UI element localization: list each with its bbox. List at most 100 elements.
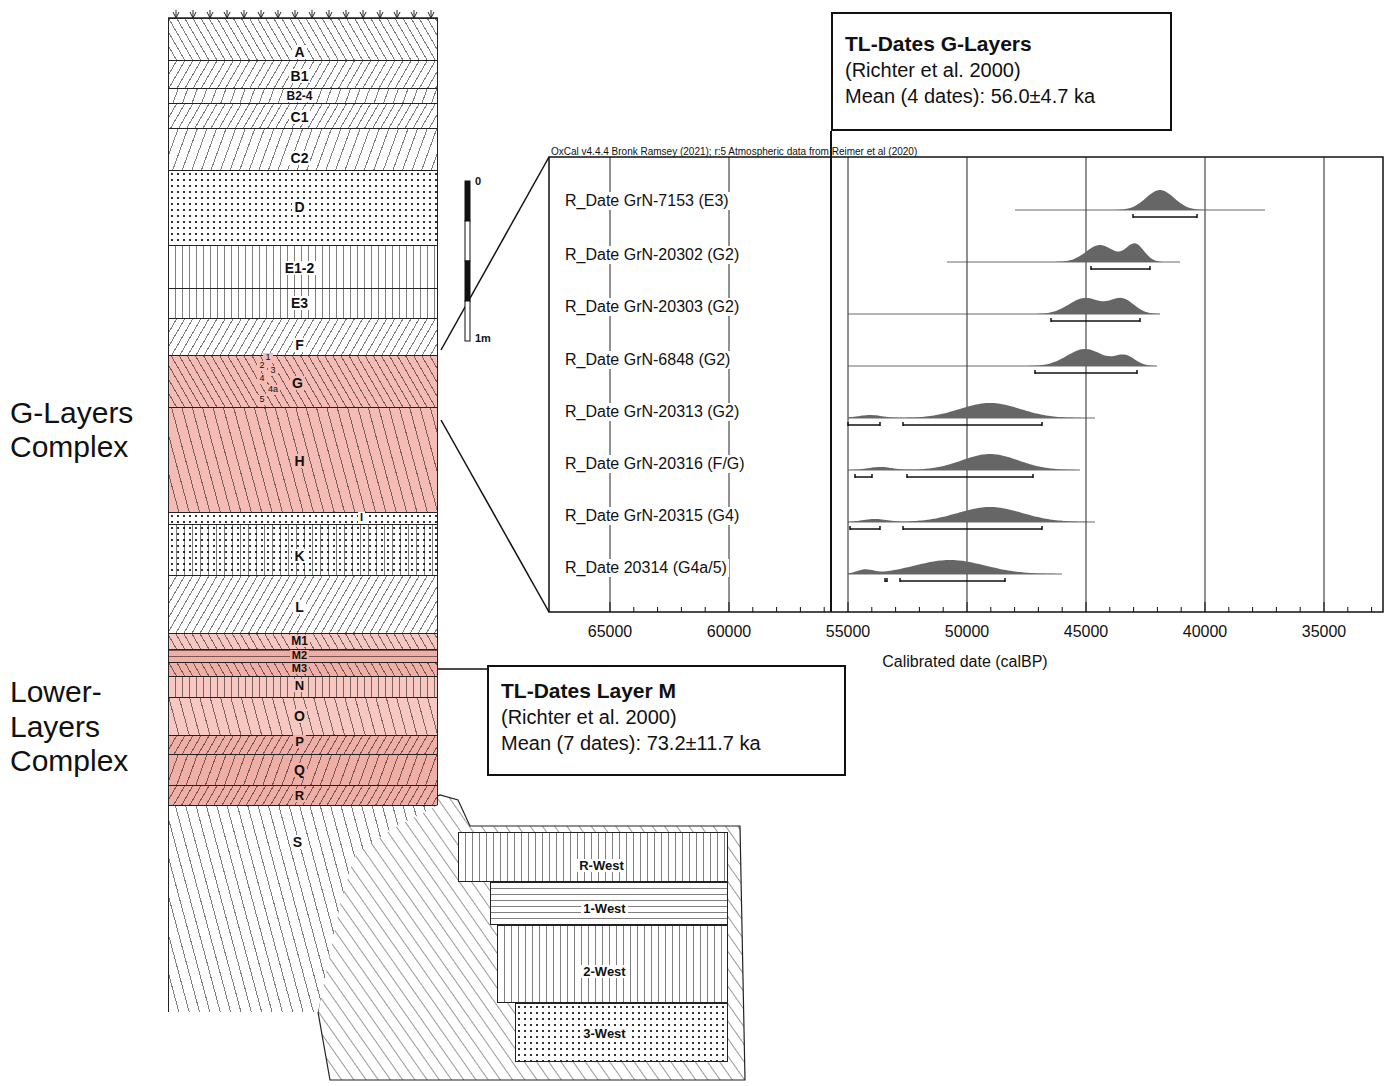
- sublayer-number: 5: [257, 395, 266, 405]
- layer-label: P: [293, 735, 306, 748]
- grass: [173, 10, 434, 18]
- axis-tick-mark: [729, 602, 730, 612]
- axis-tick-mark: [824, 607, 825, 612]
- axis-tick: 55000: [826, 623, 871, 641]
- layer-band: M2: [168, 649, 438, 662]
- layer-label: E3: [289, 296, 310, 310]
- axis-tick-mark: [1371, 607, 1372, 612]
- range-bar: [848, 424, 880, 426]
- date-label: R_Date 20314 (G4a/5): [563, 559, 729, 577]
- axis-tick-mark: [1133, 607, 1134, 612]
- range-bar: [1041, 422, 1043, 426]
- layer-band: M3: [168, 662, 438, 676]
- probability-curve: [848, 454, 1080, 470]
- layer-label: O: [292, 709, 307, 723]
- date-label: R_Date GrN-6848 (G2): [563, 351, 732, 369]
- scale-bar: [465, 181, 470, 341]
- range-bar: [1091, 268, 1150, 270]
- axis-tick: 65000: [588, 623, 633, 641]
- reference-line: [830, 131, 832, 612]
- west-layer-band: 1-West: [490, 882, 728, 925]
- range-bar: [1035, 372, 1137, 374]
- axis-tick-mark: [752, 607, 753, 612]
- complex-label: G-Layers Complex: [10, 396, 180, 465]
- probability-curve: [848, 403, 1095, 418]
- axis-tick-mark: [1062, 607, 1063, 612]
- layer-band: H: [168, 407, 438, 512]
- axis-title: Calibrated date (calBP): [882, 653, 1047, 671]
- date-label: R_Date GrN-20315 (G4): [563, 507, 741, 525]
- west-layer-band: 3-West: [515, 1003, 728, 1062]
- range-bar: [1041, 526, 1043, 530]
- range-bar: [907, 476, 1033, 478]
- box-text: Mean (7 dates): 73.2±11.7 ka: [501, 730, 832, 756]
- box-heading: TL-Dates G-Layers: [845, 30, 1158, 57]
- layer-label: D: [292, 200, 306, 214]
- layer-band: E3: [168, 288, 438, 318]
- bracket-line: [441, 157, 549, 350]
- layer-label: M1: [289, 635, 310, 647]
- layer-band: B1: [168, 60, 438, 88]
- layer-label: B1: [289, 69, 311, 83]
- complex-label: Lower-Layers Complex: [10, 675, 160, 779]
- range-bar: [855, 476, 872, 478]
- probability-curve: [848, 560, 1062, 574]
- axis-tick-mark: [895, 607, 896, 612]
- sublayer-number: 3: [268, 366, 277, 376]
- layer-label: M3: [290, 663, 309, 674]
- range-bar: [1051, 320, 1140, 322]
- layer-label: 2-West: [581, 965, 627, 978]
- box-text: (Richter et al. 2000): [845, 57, 1158, 83]
- probability-curve: [848, 349, 1157, 366]
- axis-tick-mark: [848, 602, 849, 612]
- probability-curve: [848, 507, 1095, 522]
- box-text: (Richter et al. 2000): [501, 704, 832, 730]
- axis-tick-mark: [633, 607, 634, 612]
- axis-tick-mark: [1157, 607, 1158, 612]
- axis-tick-mark: [1228, 607, 1229, 612]
- range-bar: [903, 424, 1042, 426]
- layer-label: Q: [292, 763, 307, 777]
- layer-band: N: [168, 676, 438, 697]
- layer-band: K: [168, 524, 438, 575]
- layer-band: B2-4: [168, 88, 438, 103]
- axis-tick: 35000: [1302, 623, 1347, 641]
- sublayer-number: 4a: [266, 385, 280, 395]
- range-bar: [906, 474, 908, 478]
- date-label: R_Date GrN-20313 (G2): [563, 403, 741, 421]
- axis-tick-mark: [1276, 607, 1277, 612]
- layer-label: H: [292, 454, 306, 468]
- range-bar: [886, 578, 888, 582]
- range-bar: [902, 526, 904, 530]
- range-bar: [854, 474, 856, 478]
- date-box: TL-Dates Layer M(Richter et al. 2000)Mea…: [487, 665, 846, 776]
- layer-label: E1-2: [283, 261, 317, 275]
- axis-tick: 50000: [945, 623, 990, 641]
- axis-tick-mark: [1109, 607, 1110, 612]
- range-bar: [899, 578, 901, 582]
- range-bar: [1132, 214, 1134, 218]
- date-label: R_Date GrN-20316 (F/G): [563, 455, 747, 473]
- range-bar: [1050, 318, 1052, 322]
- range-bar: [1004, 578, 1006, 582]
- axis-tick-mark: [919, 607, 920, 612]
- layer-band: C2: [168, 128, 438, 170]
- range-bar: [1139, 318, 1141, 322]
- layer-label: M2: [290, 650, 309, 661]
- range-bar: [1090, 266, 1092, 270]
- range-bar: [903, 528, 1042, 530]
- axis-tick-mark: [1014, 607, 1015, 612]
- layer-label: A: [292, 45, 306, 59]
- date-box: TL-Dates G-Layers(Richter et al. 2000)Me…: [831, 12, 1172, 131]
- chart-frame: [549, 157, 1383, 612]
- bracket-line: [441, 420, 549, 612]
- date-label: R_Date GrN-7153 (E3): [563, 192, 731, 210]
- axis-tick-mark: [657, 607, 658, 612]
- layer-label: G: [290, 376, 305, 390]
- layer-label: L: [293, 600, 306, 614]
- probability-curve: [947, 243, 1180, 262]
- range-bar: [879, 422, 881, 426]
- range-bar: [1034, 370, 1036, 374]
- range-bar: [849, 526, 851, 530]
- layer-band: F: [168, 318, 438, 355]
